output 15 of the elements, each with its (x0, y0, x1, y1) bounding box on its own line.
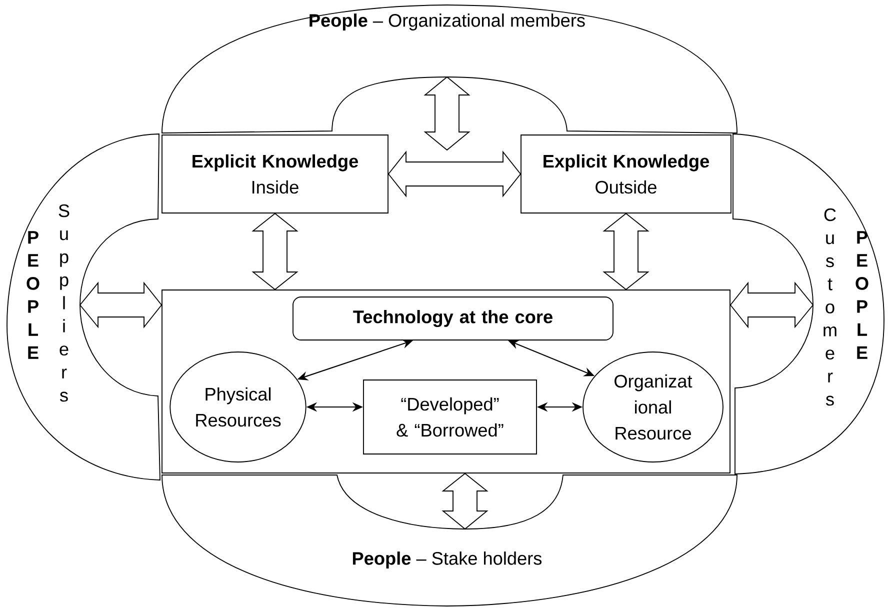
band-label: Customers (824, 208, 836, 406)
band-label: PEOPLE (26, 231, 40, 359)
band-label: Suppliers (58, 204, 70, 402)
people-band (162, 474, 738, 606)
source-box: “Developed” & “Borrowed” (363, 380, 537, 454)
people-band (732, 134, 884, 474)
band-label: People – Organizational members (310, 14, 585, 30)
people-band (162, 4, 738, 134)
knowledge-box: Explicit Knowledge Outside (520, 134, 732, 214)
band-label: PEOPLE (856, 231, 868, 359)
core-label-box: Technology at the core (292, 296, 614, 340)
core-box (162, 290, 730, 474)
knowledge-box: Explicit Knowledge Inside (162, 134, 388, 214)
band-label: People – Stake holders (352, 552, 542, 568)
people-band (6, 134, 160, 480)
